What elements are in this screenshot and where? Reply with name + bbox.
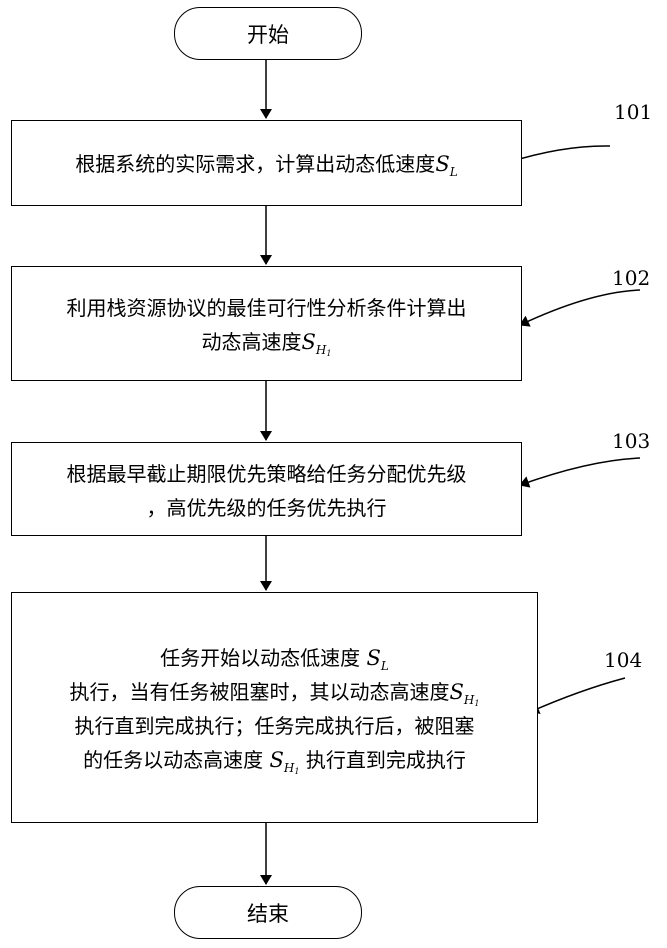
step-101-box: 根据系统的实际需求，计算出动态低速度SL <box>11 120 522 206</box>
leader-103 <box>520 458 640 485</box>
end-label: 结束 <box>247 898 289 928</box>
step-102-box: 利用栈资源协议的最佳可行性分析条件计算出 动态高速度SH1 <box>11 266 522 381</box>
start-label: 开始 <box>247 19 289 49</box>
step-104-box: 任务开始以动态低速度 SL 执行，当有任务被阻塞时，其以动态高速度SH1 执行直… <box>11 592 538 823</box>
start-terminal: 开始 <box>174 7 362 60</box>
leader-104 <box>530 678 625 712</box>
ref-label-102: 102 <box>612 266 650 290</box>
end-terminal: 结束 <box>174 886 362 939</box>
ref-label-104: 104 <box>604 648 642 672</box>
leader-102 <box>520 290 640 325</box>
step-101-text: 根据系统的实际需求，计算出动态低速度SL <box>12 149 521 182</box>
step-103-line1: 根据最早截止期限优先策略给任务分配优先级 <box>12 459 521 489</box>
ref-label-103: 103 <box>612 429 650 453</box>
step-102-line1: 利用栈资源协议的最佳可行性分析条件计算出 <box>12 293 521 323</box>
step-104-line3: 执行直到完成执行；任务完成执行后，被阻塞 <box>12 711 537 741</box>
ref-label-101: 101 <box>614 100 652 124</box>
step-102-line2: 动态高速度SH1 <box>12 327 521 362</box>
step-104-line1: 任务开始以动态低速度 SL <box>12 643 537 676</box>
step-104-line4: 的任务以动态高速度 SH1 执行直到完成执行 <box>12 745 537 780</box>
step-104-line2: 执行，当有任务被阻塞时，其以动态高速度SH1 <box>12 677 537 712</box>
step-103-box: 根据最早截止期限优先策略给任务分配优先级 ，高优先级的任务优先执行 <box>11 442 522 536</box>
step-103-line2: ，高优先级的任务优先执行 <box>12 493 521 523</box>
